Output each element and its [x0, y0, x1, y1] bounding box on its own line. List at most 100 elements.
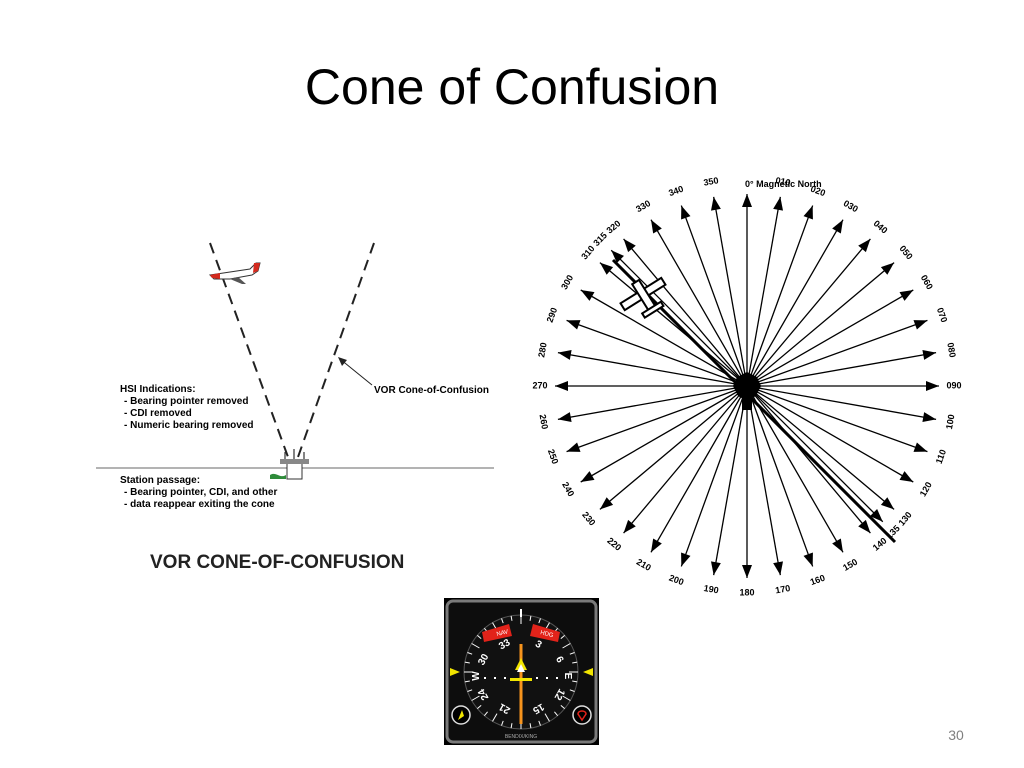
card-letter: W — [471, 671, 482, 681]
card-tick — [467, 652, 473, 655]
slide-title: Cone of Confusion — [304, 59, 720, 115]
radial-arrowhead — [599, 262, 614, 275]
radial-label: 250 — [546, 448, 561, 466]
nav-flag — [482, 624, 512, 642]
radial-line — [623, 385, 748, 534]
vor-station-icon — [270, 449, 309, 480]
radial-line — [746, 319, 928, 387]
radial-label: 100 — [944, 414, 956, 431]
radial-line — [746, 385, 914, 483]
card-tick — [467, 689, 473, 692]
radial-line — [713, 385, 748, 576]
radial-arrowhead — [555, 381, 568, 391]
card-number: 6 — [553, 655, 566, 666]
radial-arrowhead — [922, 349, 937, 360]
course-line-315-135 — [611, 258, 897, 544]
card-tick — [544, 713, 550, 722]
radial-label: 310 — [579, 244, 596, 262]
card-tick — [510, 615, 513, 621]
radial-arrowhead — [623, 238, 636, 253]
hsi-indication-line: - Bearing pointer removed — [124, 396, 248, 407]
card-number: 24 — [476, 686, 491, 702]
card-tick — [483, 711, 488, 716]
radial-line — [746, 196, 781, 387]
radial-line — [580, 289, 748, 387]
cone-right-boundary — [297, 242, 375, 458]
card-tick — [471, 695, 480, 701]
station-passage-line: - Bearing pointer, CDI, and other — [124, 487, 277, 498]
radial-line — [566, 319, 748, 387]
station-passage-line: - data reappear exiting the cone — [124, 499, 275, 510]
radial-arrowhead — [710, 196, 721, 211]
radial-arrowhead — [681, 205, 691, 220]
radial-label: 270 — [532, 380, 547, 390]
hsi-indication-line: - Numeric bearing removed — [124, 420, 253, 431]
card-tick — [501, 618, 504, 624]
radial-line — [680, 205, 748, 387]
radial-arrowhead — [803, 552, 813, 567]
radial-label: 090 — [946, 380, 961, 390]
radial-line — [746, 385, 871, 534]
card-tick — [529, 615, 532, 621]
hsi-instrument: NAV HDG 33 3 30 6 W E 24 12 21 15 BENDIX… — [444, 598, 599, 745]
card-tick — [572, 661, 578, 664]
radial-arrowhead — [651, 219, 662, 234]
radial-label: 315 — [591, 230, 609, 248]
radial-label: 190 — [703, 583, 720, 595]
radial-label: 150 — [841, 557, 859, 573]
card-tick — [554, 711, 559, 716]
radial-line — [580, 385, 748, 483]
radial-label: 300 — [559, 273, 575, 291]
radial-line — [566, 385, 748, 453]
radial-label: 040 — [872, 218, 890, 235]
radial-arrowhead — [926, 381, 939, 391]
radial-line — [623, 238, 748, 387]
radial-arrowhead — [899, 290, 914, 301]
radial-label: 220 — [605, 535, 623, 552]
radial-line — [650, 219, 748, 387]
radial-arrowhead — [858, 519, 871, 534]
radial-arrows — [555, 194, 939, 578]
left-course-index — [450, 668, 460, 676]
radial-line — [599, 262, 748, 387]
hdg-flag-label: HDG — [540, 630, 555, 639]
radial-label: 200 — [668, 573, 686, 588]
radial-arrowhead — [566, 442, 581, 452]
radial-line — [557, 385, 748, 420]
radial-label: 050 — [897, 244, 914, 262]
radial-arrowhead — [742, 565, 752, 578]
manufacturer-label: BENDIX/KING — [505, 734, 537, 740]
radial-label: 230 — [580, 510, 597, 528]
radial-arrowhead — [557, 349, 572, 360]
radial-line — [746, 385, 895, 510]
card-tick — [501, 720, 504, 726]
callout-arrow — [339, 358, 373, 386]
radial-arrowhead — [681, 552, 691, 567]
radial-line — [746, 205, 814, 387]
card-tick — [569, 689, 575, 692]
radial-label: 240 — [560, 480, 576, 498]
card-number: 33 — [497, 637, 513, 652]
radial-label: 020 — [809, 184, 827, 199]
card-tick — [492, 713, 498, 722]
radial-label: 160 — [809, 573, 827, 588]
aircraft-symbol — [510, 678, 532, 681]
radial-line — [746, 385, 781, 576]
radial-label: 060 — [919, 273, 935, 291]
radial-line — [746, 385, 844, 553]
radial-line — [599, 385, 748, 510]
page-number: 30 — [948, 727, 964, 743]
nav-flag-label: NAV — [496, 629, 509, 638]
radial-line — [746, 385, 937, 420]
radial-arrowhead — [566, 320, 581, 330]
radial-label: 350 — [703, 175, 720, 187]
card-letter: E — [562, 673, 573, 680]
radial-arrowhead — [803, 205, 813, 220]
radial-arrowhead — [832, 538, 843, 553]
callout-arrowhead — [338, 357, 347, 366]
radial-line — [650, 385, 748, 553]
diagram-caption: VOR CONE-OF-CONFUSION — [150, 552, 404, 573]
right-course-index — [583, 668, 593, 676]
radial-label: 280 — [536, 342, 548, 359]
radial-line — [746, 262, 895, 387]
